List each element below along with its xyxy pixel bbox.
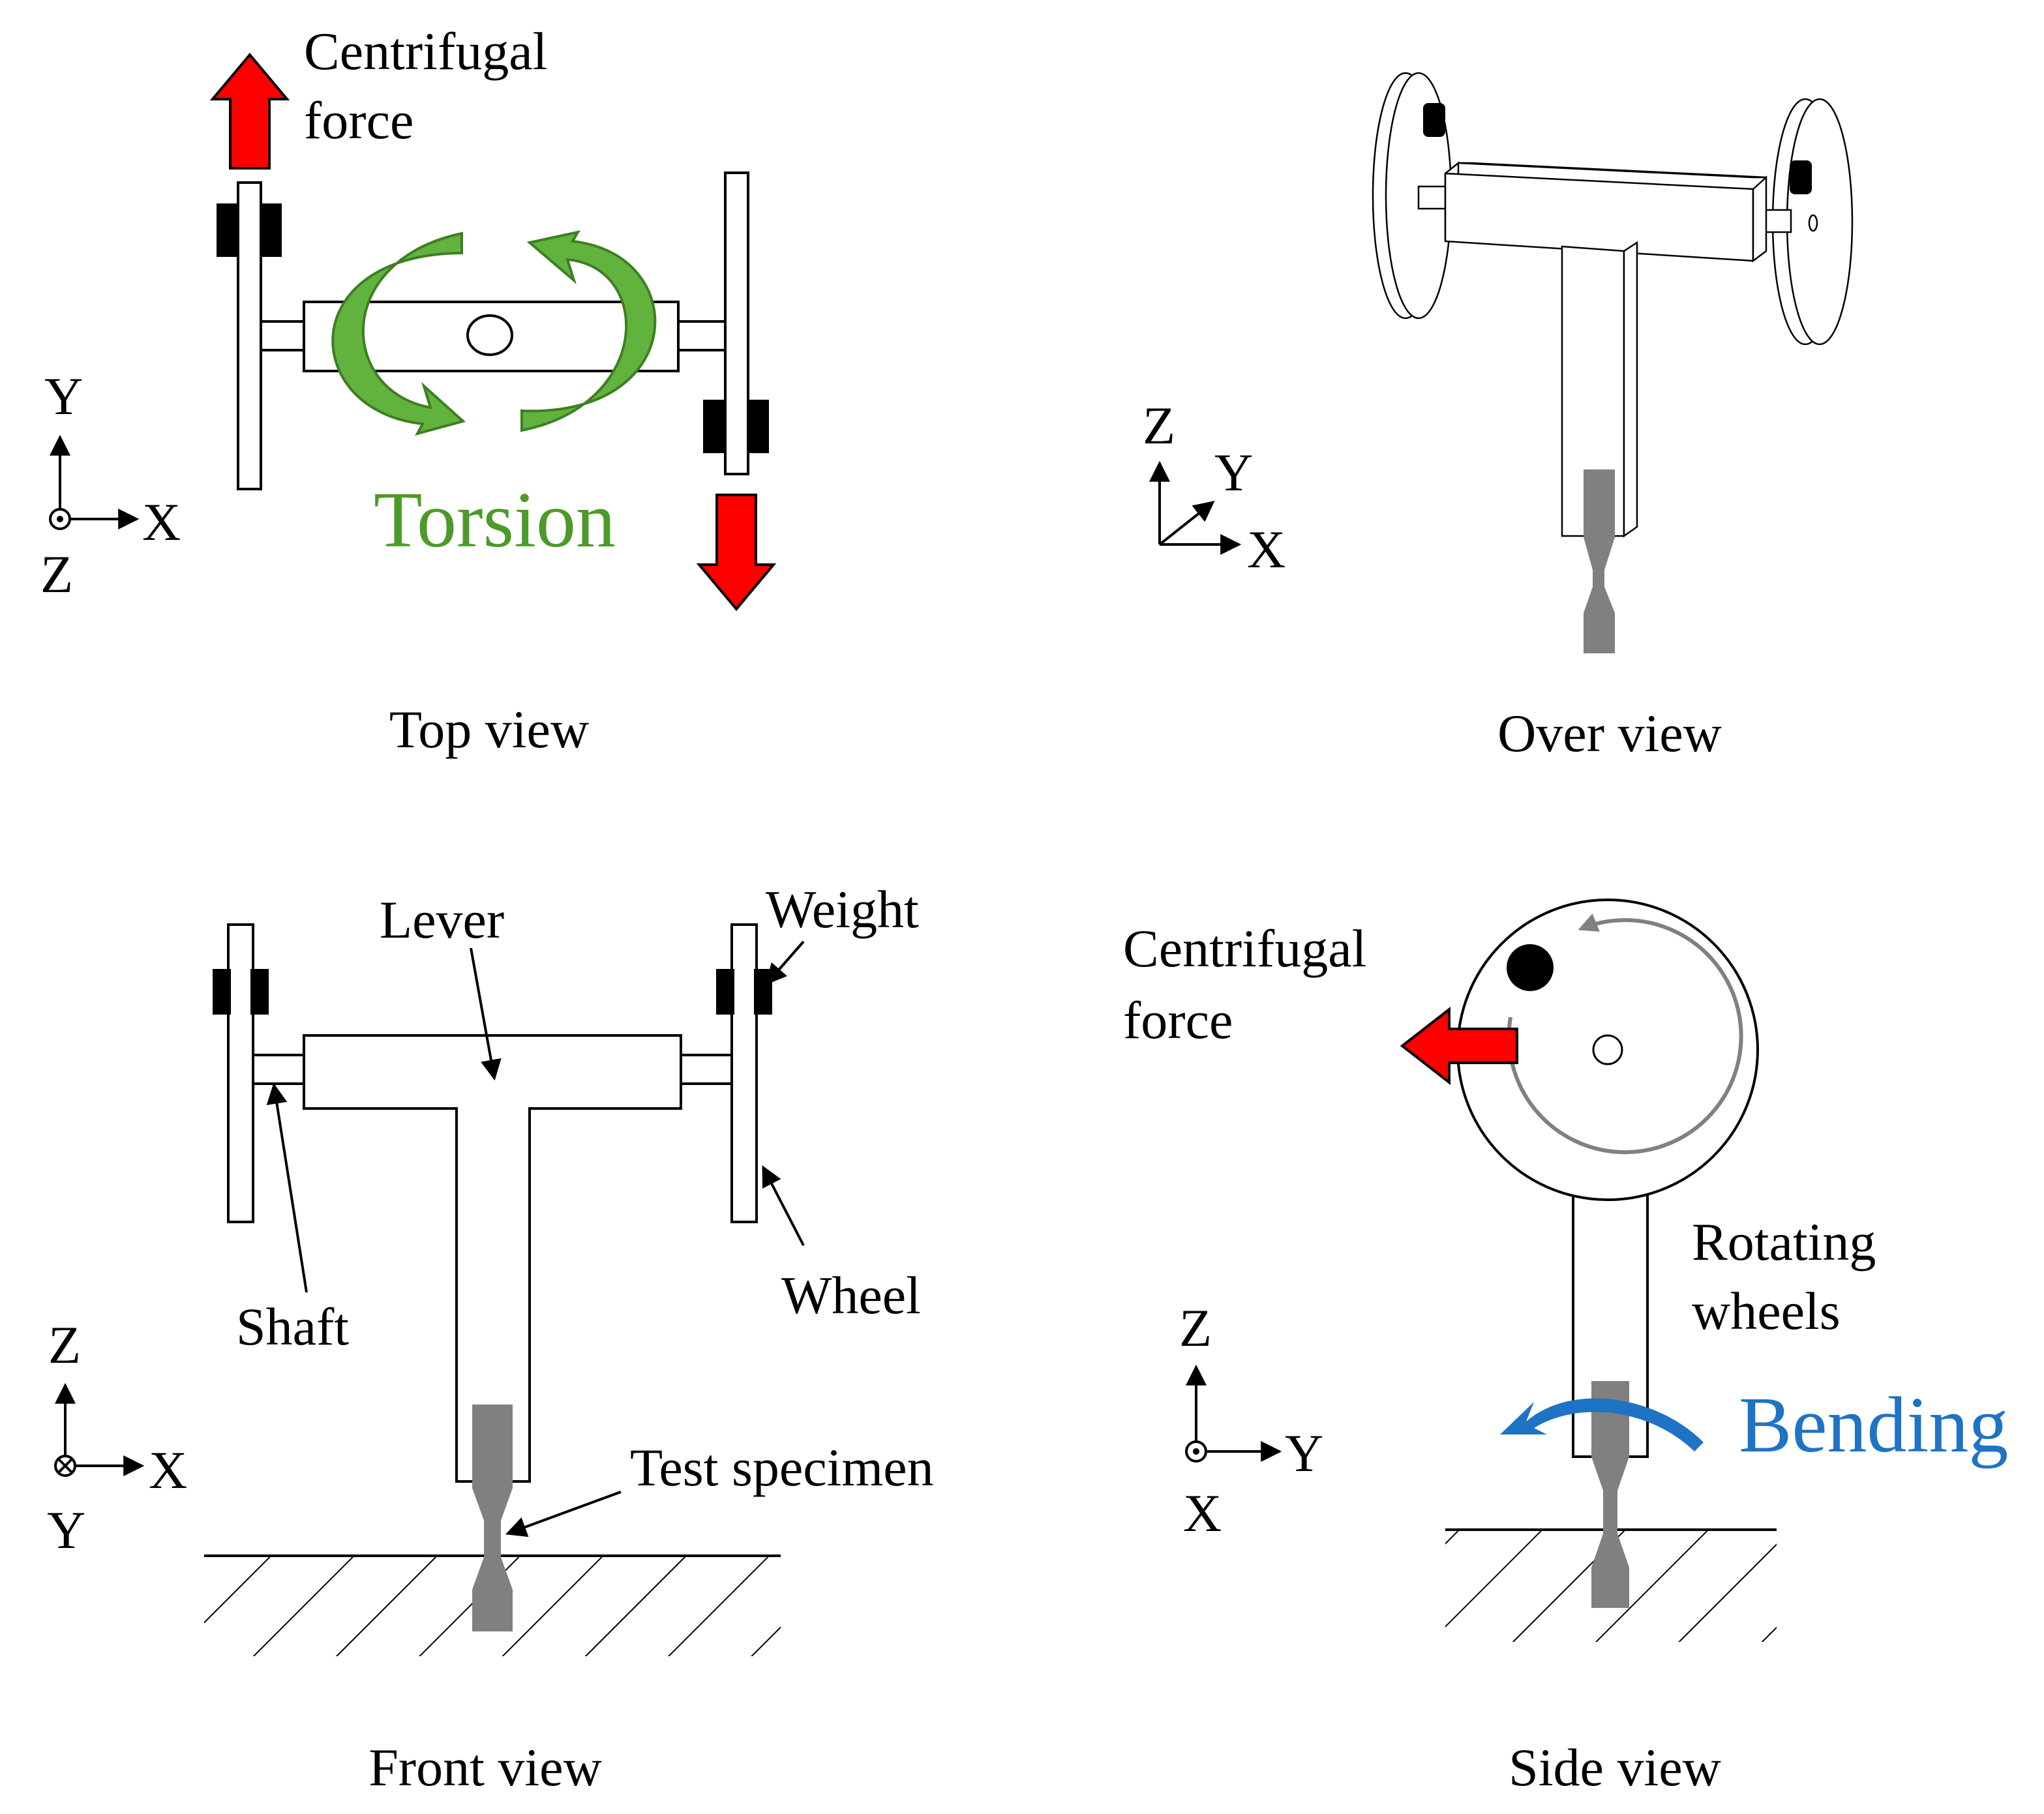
top-view-caption: Top view bbox=[389, 700, 589, 759]
lever-pointer bbox=[470, 947, 502, 1081]
over-left-shaft bbox=[1417, 185, 1449, 210]
side-view-panel: Centrifugal force Rotating wheels Bendin… bbox=[1123, 899, 2008, 1797]
front-view-panel: Lever Weight Shaft Wheel Test specimen Z… bbox=[47, 880, 934, 1797]
top-right-shaft bbox=[677, 320, 727, 351]
over-view-caption: Over view bbox=[1497, 704, 1722, 763]
over-lever-arm-side bbox=[1623, 241, 1638, 538]
front-left-weight-outer bbox=[213, 969, 231, 1015]
top-centrifugal-label-line1: Centrifugal bbox=[304, 22, 547, 81]
weight-pointer bbox=[765, 940, 805, 985]
centrifugal-force-down-arrow bbox=[696, 494, 777, 612]
top-axis-z-label: Z bbox=[40, 544, 73, 604]
front-right-shaft bbox=[678, 1054, 733, 1085]
side-rotation-arrow bbox=[1507, 914, 1743, 1155]
over-lever-top-face bbox=[1458, 162, 1767, 179]
centrifugal-force-up-arrow bbox=[209, 52, 290, 170]
shaft-label: Shaft bbox=[236, 1297, 349, 1356]
rotating-wheels-label-line2: wheels bbox=[1692, 1281, 1841, 1341]
shaft-pointer bbox=[266, 1082, 308, 1293]
torsion-label: Torsion bbox=[374, 476, 616, 564]
top-left-weight-inner bbox=[260, 203, 282, 257]
side-axis-x-label: X bbox=[1183, 1483, 1222, 1543]
test-specimen-label: Test specimen bbox=[630, 1438, 934, 1497]
wheel-label: Wheel bbox=[781, 1266, 921, 1325]
front-view-caption: Front view bbox=[368, 1738, 602, 1797]
bending-label: Bending bbox=[1739, 1381, 2008, 1469]
top-right-weight-inner bbox=[703, 400, 725, 453]
weight-label: Weight bbox=[766, 880, 919, 939]
top-axis-y-label: Y bbox=[44, 366, 83, 426]
front-left-weight-inner bbox=[250, 969, 269, 1015]
wheel-pointer bbox=[762, 1165, 805, 1246]
side-test-specimen bbox=[1591, 1381, 1629, 1608]
over-axis-x-label: X bbox=[1247, 520, 1285, 579]
top-left-wheel bbox=[237, 181, 262, 490]
side-wheel-hole bbox=[1592, 1034, 1623, 1065]
front-t-lever bbox=[303, 1034, 682, 1483]
front-test-specimen bbox=[472, 1405, 513, 1631]
front-axis-y-label: Y bbox=[47, 1500, 85, 1560]
top-right-wheel bbox=[724, 171, 749, 475]
top-axis-x-label: X bbox=[142, 492, 181, 552]
side-centrifugal-label-line1: Centrifugal bbox=[1123, 919, 1366, 978]
over-left-weight bbox=[1423, 103, 1445, 137]
top-left-weight-outer bbox=[217, 203, 239, 257]
front-axis-z-label: Z bbox=[48, 1315, 81, 1375]
front-axis-x-label: X bbox=[149, 1440, 187, 1500]
side-view-caption: Side view bbox=[1509, 1738, 1721, 1797]
torsion-arrow-left bbox=[331, 231, 466, 436]
lever-label: Lever bbox=[380, 890, 504, 949]
over-axis-z-label: Z bbox=[1143, 396, 1175, 455]
over-lever-front-face bbox=[1444, 172, 1754, 262]
front-left-shaft bbox=[252, 1054, 307, 1085]
over-view-panel: Z Y X Over view bbox=[1143, 72, 1854, 763]
over-lever-end-face bbox=[1752, 175, 1767, 263]
side-centrifugal-force-arrow bbox=[1400, 1006, 1518, 1086]
torsion-arrow-right bbox=[520, 230, 657, 432]
over-right-wheel bbox=[1786, 98, 1854, 346]
test-specimen-pointer bbox=[505, 1491, 622, 1538]
over-test-specimen bbox=[1584, 469, 1615, 653]
top-right-weight-outer bbox=[747, 400, 769, 453]
over-right-weight bbox=[1790, 160, 1812, 194]
rotating-wheels-label-line1: Rotating bbox=[1692, 1212, 1876, 1271]
side-axis-y-label: Y bbox=[1285, 1423, 1323, 1483]
over-right-wheel-hole bbox=[1808, 214, 1818, 232]
top-view-panel: Centrifugal force Torsion Y X Z Top view bbox=[40, 22, 777, 759]
over-axis-y-label: Y bbox=[1214, 443, 1253, 502]
bending-arrow bbox=[1500, 1398, 1704, 1451]
front-right-wheel bbox=[730, 923, 758, 1223]
top-centrifugal-label-line2: force bbox=[304, 91, 413, 150]
side-centrifugal-label-line2: force bbox=[1123, 990, 1233, 1050]
top-lever-hole bbox=[466, 314, 513, 356]
front-right-weight-outer bbox=[754, 969, 772, 1015]
top-left-shaft bbox=[260, 320, 305, 351]
over-axis-y-arrow bbox=[1158, 501, 1215, 546]
front-left-wheel bbox=[227, 923, 254, 1223]
side-weight bbox=[1507, 944, 1554, 991]
side-axis-z-label: Z bbox=[1179, 1298, 1212, 1358]
front-right-weight-inner bbox=[716, 969, 734, 1015]
